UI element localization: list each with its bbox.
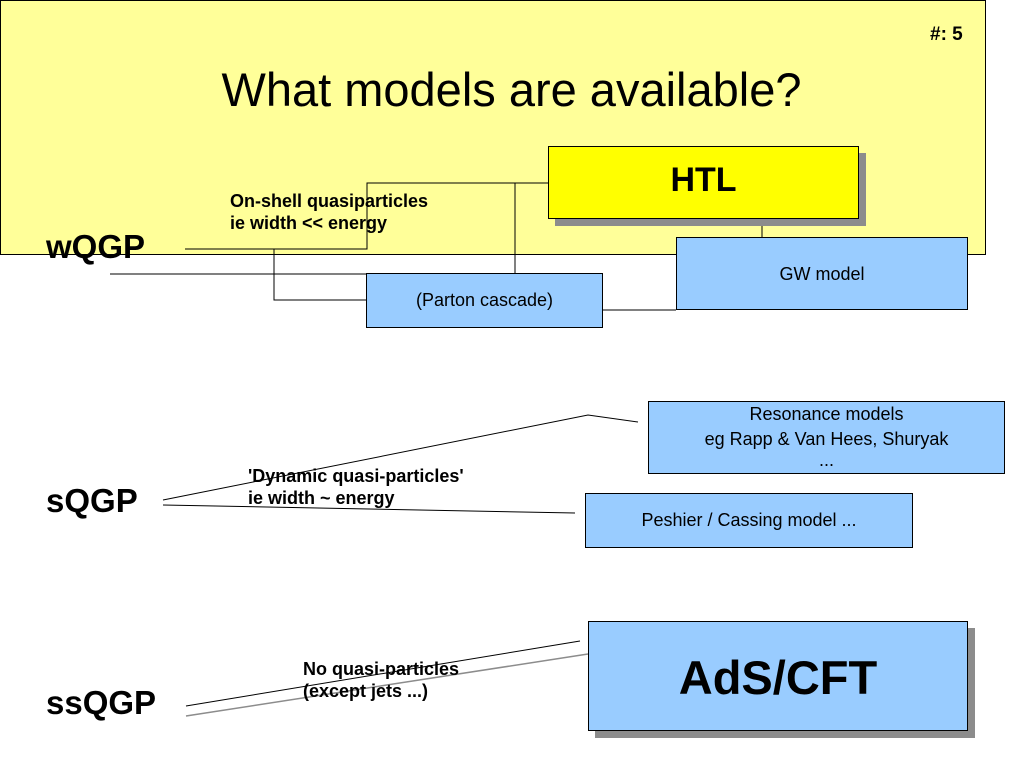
sqgp-note: 'Dynamic quasi-particles' ie width ~ ene… (248, 465, 464, 509)
ssqgp-note-line-2: (except jets ...) (303, 681, 429, 701)
parton-cascade-box: (Parton cascade) (366, 273, 603, 328)
sqgp-note-line-2: ie width ~ energy (248, 488, 395, 508)
wqgp-note-line-1: On-shell quasiparticles (230, 191, 429, 211)
resonance-line-2: eg Rapp & Van Hees, Shuryak (704, 429, 949, 449)
slide-title: What models are available? (221, 63, 802, 116)
ssqgp-note-line-1: No quasi-particles (303, 659, 460, 679)
peshier-cassing-box: Peshier / Cassing model ... (585, 493, 913, 548)
sqgp-label: sQGP (46, 482, 138, 519)
wqgp-to-parton-line (273, 249, 366, 301)
gw-model-box: GW model (676, 237, 968, 310)
resonance-line-3: ... (818, 450, 834, 470)
wqgp-label: wQGP (46, 228, 146, 265)
wqgp-to-htl-line (185, 182, 548, 250)
ssqgp-to-ads-line-2 (185, 653, 589, 717)
slide-number: #: 5 (930, 24, 963, 45)
resonance-models-box: Resonance models eg Rapp & Van Hees, Shu… (648, 401, 1005, 474)
ssqgp-note: No quasi-particles (except jets ...) (303, 658, 459, 702)
sqgp-to-resonance-line (162, 414, 639, 501)
ads-cft-box: AdS/CFT (588, 621, 968, 731)
sqgp-note-line-1: 'Dynamic quasi-particles' (248, 466, 464, 486)
ssqgp-label: ssQGP (46, 684, 157, 721)
resonance-line-1: Resonance models (749, 404, 904, 424)
ssqgp-to-ads-line-1 (185, 640, 581, 707)
htl-box: HTL (548, 146, 859, 219)
wqgp-note-line-2: ie width << energy (230, 213, 388, 233)
wqgp-note: On-shell quasiparticles ie width << ener… (230, 190, 428, 234)
sqgp-to-peshier-line (162, 504, 576, 514)
